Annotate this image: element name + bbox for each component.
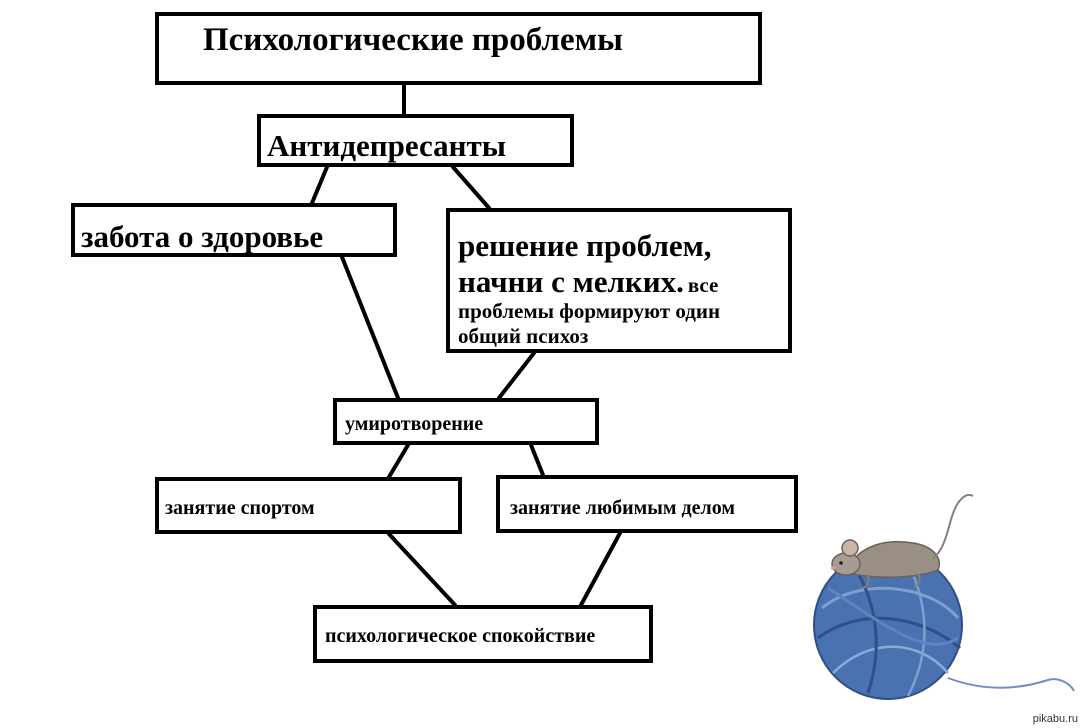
node-health-care: забота о здоровье	[71, 203, 397, 257]
edge-health-pacification	[340, 255, 400, 400]
edge-hobby-calm	[579, 531, 622, 607]
yarn-ball-icon	[813, 550, 1075, 700]
edge-pacification-sports	[387, 443, 410, 479]
node-antidepressants: Антидепресанты	[257, 114, 574, 167]
node-problem-solving: решение проблем, начни с мелких. все про…	[446, 208, 792, 353]
node-label: умиротворение	[345, 413, 484, 435]
node-label: занятие спортом	[165, 497, 315, 519]
node-sports: занятие спортом	[155, 477, 462, 534]
mouse-on-yarn-illustration	[813, 493, 1075, 700]
edge-solving-pacification	[497, 351, 536, 400]
node-label: Антидепресанты	[267, 128, 506, 163]
watermark: pikabu.ru	[1032, 713, 1078, 725]
edge-antidepressants-health	[310, 165, 329, 205]
node-label-main: решение проблем, начни с мелких.	[458, 228, 712, 299]
mouse-icon	[831, 493, 974, 589]
node-label-note: все проблемы формируют один общий психоз	[458, 272, 721, 348]
node-label: психологическое спокойствие	[325, 625, 596, 647]
node-psychological-problems: Психологические проблемы	[155, 12, 762, 85]
node-label: забота о здоровье	[81, 219, 324, 254]
node-pacification: умиротворение	[333, 398, 599, 445]
node-label: Психологические проблемы	[203, 22, 623, 58]
edge-sports-calm	[387, 532, 457, 607]
node-psychological-calm: психологическое спокойствие	[313, 605, 653, 663]
node-label: занятие любимым делом	[510, 497, 735, 519]
edge-pacification-hobby	[529, 443, 545, 477]
edge-antidepressants-solving	[451, 165, 491, 210]
node-hobby: занятие любимым делом	[496, 475, 798, 533]
